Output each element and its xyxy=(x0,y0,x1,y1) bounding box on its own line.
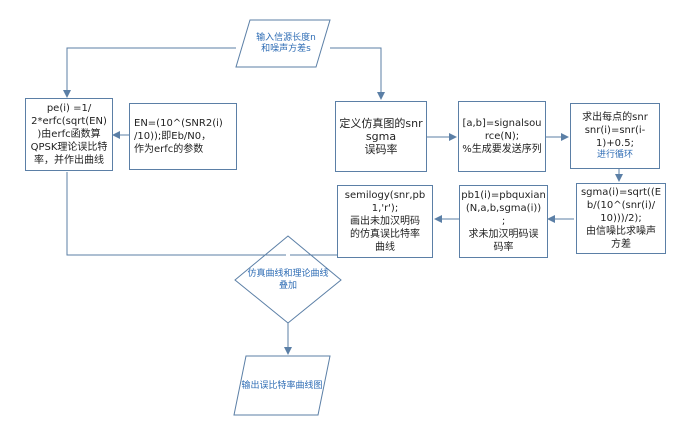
end-output-shape xyxy=(233,355,331,416)
en-parameter-box: EN=(10^(SNR2(i) /10));即Eb/N0， 作为erfc的参数 xyxy=(129,103,237,170)
start-input-label: 输入信源长度n 和噪声方差s xyxy=(256,33,316,54)
arrow-start-to-define xyxy=(330,47,385,100)
loop-note: 进行循环 xyxy=(596,150,633,160)
sgma-box: sgma(i)=sqrt((E b/(10^(snr(i)/ 10)))/2);… xyxy=(576,183,666,254)
arrow-theory-to-decision xyxy=(66,172,286,256)
theory-curve-box: pe(i) =1/ 2*erfc(sqrt(EN) )由erfc函数算 QPSK… xyxy=(25,98,113,171)
define-plot-box: 定义仿真图的snr sgma 误码率 xyxy=(335,101,427,172)
signal-source-box: [a,b]=signalsou rce(N); %生成要发送序列 xyxy=(458,101,546,172)
decision-label: 仿真曲线和理论曲线 叠加 xyxy=(247,269,329,291)
start-input-shape xyxy=(235,19,331,68)
snr-loop-text: 求出每点的snr snr(i)=snr(i- 1)+0.5; xyxy=(582,112,648,149)
snr-loop-box: 求出每点的snr snr(i)=snr(i- 1)+0.5; 进行循环 xyxy=(570,103,660,169)
theory-curve-text: pe(i) =1/ 2*erfc(sqrt(EN) )由erfc函数算 QPSK… xyxy=(30,103,108,166)
sgma-text: sgma(i)=sqrt((E b/(10^(snr(i)/ 10)))/2);… xyxy=(580,187,662,250)
end-output-label: 输出误比特率曲线图 xyxy=(241,380,323,391)
semilogy-box: semilogy(snr,pb 1,'r'); 画出未加汉明码 的仿真误比特率 … xyxy=(337,185,433,258)
semilogy-text: semilogy(snr,pb 1,'r'); 画出未加汉明码 的仿真误比特率 … xyxy=(344,190,426,253)
signal-source-text: [a,b]=signalsou rce(N); %生成要发送序列 xyxy=(462,118,542,155)
define-plot-text: 定义仿真图的snr sgma 误码率 xyxy=(339,117,423,156)
pb1-box: pb1(i)=pbquxian (N,a,b,sgma(i)) ; 求未加汉明码… xyxy=(459,185,548,258)
pb1-text: pb1(i)=pbquxian (N,a,b,sgma(i)) ; 求未加汉明码… xyxy=(461,190,546,253)
en-parameter-text: EN=(10^(SNR2(i) /10));即Eb/N0， 作为erfc的参数 xyxy=(134,118,223,155)
arrow-start-to-theory xyxy=(63,47,236,98)
